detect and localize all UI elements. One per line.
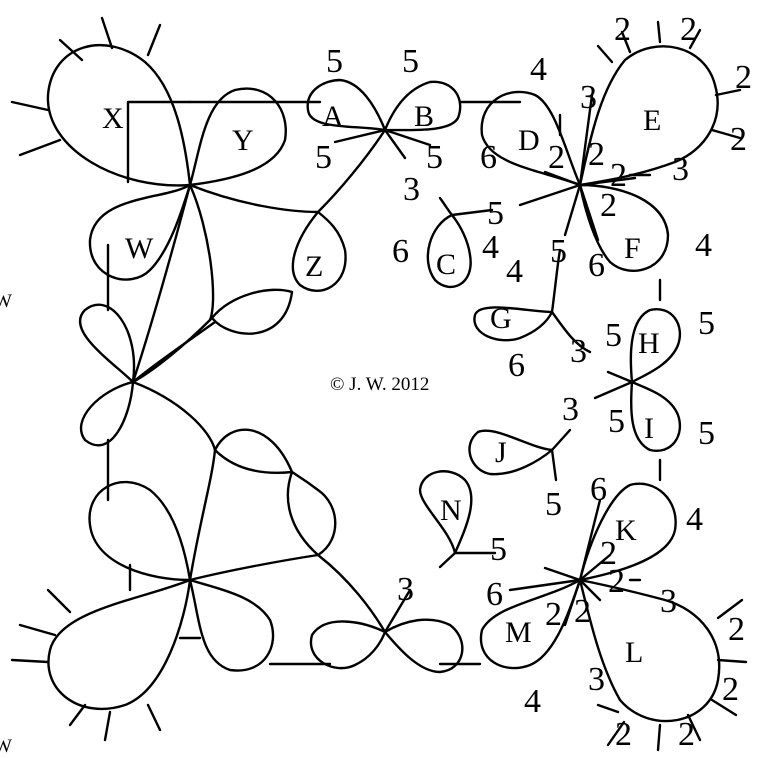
count: 3 [580, 79, 597, 116]
count: 2 [680, 11, 697, 48]
ring-label-h: H [638, 327, 660, 360]
count: 2 [600, 187, 617, 224]
ring-label-n: N [440, 494, 462, 527]
count: 2 [614, 11, 631, 48]
ring-label-a: A [322, 100, 344, 133]
count: 2 [574, 593, 591, 630]
count: 4 [686, 501, 703, 538]
count: 6 [590, 471, 607, 508]
ring-label-d: D [518, 124, 540, 157]
count: 2 [545, 596, 562, 633]
count: 6 [508, 347, 525, 384]
count: 3 [570, 333, 587, 370]
count: 2 [588, 136, 605, 173]
ring-label-k: K [615, 514, 637, 547]
count: 6 [588, 247, 605, 284]
count: 4 [524, 683, 541, 720]
count: 2 [728, 611, 745, 648]
count: 3 [403, 171, 420, 208]
ring-label-c: C [436, 248, 456, 281]
count: 2 [735, 59, 752, 96]
count: 2 [730, 121, 747, 158]
count: 5 [605, 317, 622, 354]
count: 4 [530, 51, 547, 88]
count: 4 [695, 227, 712, 264]
count: 5 [402, 43, 419, 80]
count: 2 [548, 139, 565, 176]
ring-label-z: Z [305, 250, 323, 283]
ring-label-f: F [624, 232, 641, 265]
ring-label-i: I [644, 412, 654, 445]
pattern-outline [10, 16, 748, 752]
count: 5 [550, 233, 567, 270]
ring-label-x: X [102, 102, 124, 135]
count: 2 [615, 716, 632, 753]
ring-label-b: B [414, 100, 434, 133]
count: 3 [397, 571, 414, 608]
edge-mark-top: W [0, 291, 12, 312]
ring-label-g: G [490, 302, 512, 335]
ring-label-w: W [125, 232, 154, 265]
edge-mark-bottom: W [0, 736, 12, 757]
count: 2 [600, 535, 617, 572]
count: 2 [608, 563, 625, 600]
ring-label-y: Y [232, 124, 254, 157]
count: 5 [545, 486, 562, 523]
count: 6 [486, 576, 503, 613]
ring-label-m: M [505, 616, 532, 649]
count: 4 [506, 253, 523, 290]
count: 5 [487, 195, 504, 232]
count: 2 [722, 671, 739, 708]
count: 5 [608, 403, 625, 440]
count: 5 [698, 305, 715, 342]
count: 5 [426, 139, 443, 176]
ring-label-l: L [625, 636, 643, 669]
count: 5 [315, 139, 332, 176]
count: 3 [588, 661, 605, 698]
count: 4 [482, 229, 499, 266]
count: 3 [660, 583, 677, 620]
count: 3 [562, 391, 579, 428]
count: 5 [490, 531, 507, 568]
copyright-notice: © J. W. 2012 [330, 374, 429, 395]
count: 6 [480, 139, 497, 176]
count: 5 [326, 43, 343, 80]
count: 5 [698, 415, 715, 452]
ring-letters: X Y A B D E W Z C F G H I J N K M L [102, 100, 661, 669]
count: 6 [392, 233, 409, 270]
ring-label-j: J [495, 436, 507, 469]
count: 2 [678, 716, 695, 753]
count: 2 [610, 157, 627, 194]
count: 3 [672, 151, 689, 188]
ring-label-e: E [643, 104, 661, 137]
stitch-counts: 5 5 5 5 4 2 2 2 2 3 6 2 2 2 2 3 3 5 6 4 … [315, 11, 752, 753]
